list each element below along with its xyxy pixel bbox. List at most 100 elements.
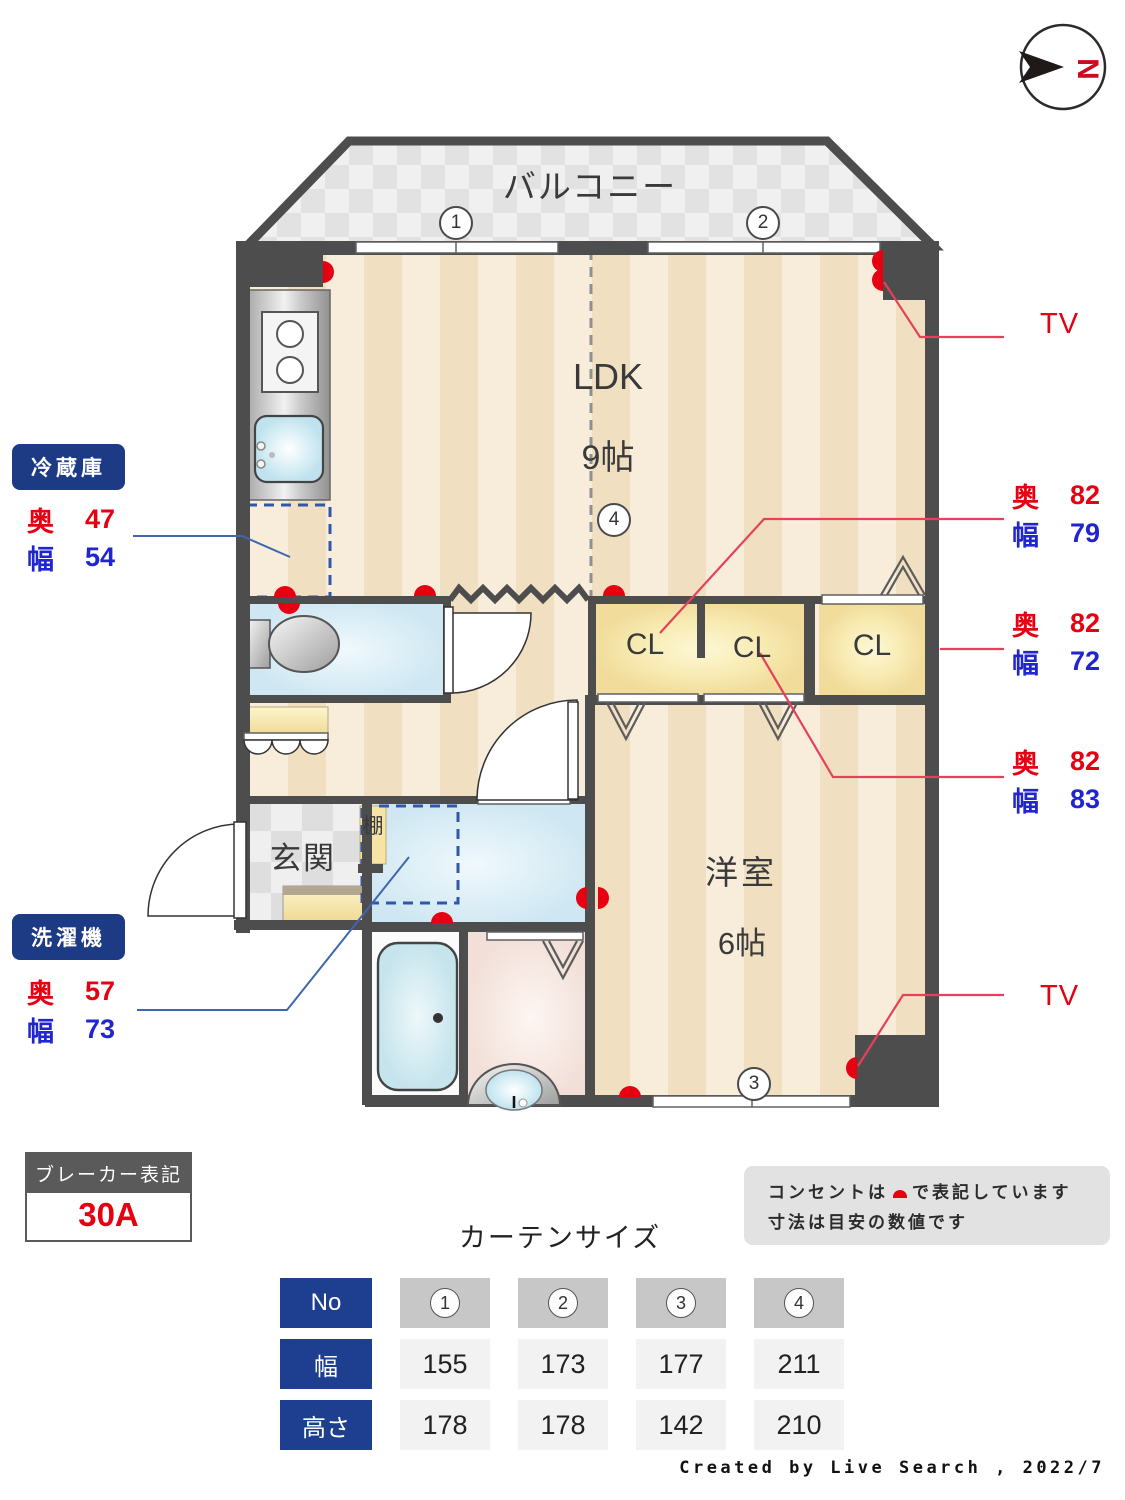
kitchen-counter — [246, 289, 331, 501]
note-line-1: コンセントは で表記しています — [768, 1178, 1110, 1208]
table-width-4: 211 — [754, 1339, 844, 1389]
notes-box: コンセントは で表記しています 寸法は目安の数値です — [744, 1166, 1110, 1245]
washer-dims: 奥 57 幅 73 — [27, 972, 131, 1048]
closet1-depth-label: 奥 — [1012, 482, 1039, 513]
closet2-dims: 奥 82 幅 83 — [1012, 742, 1116, 818]
refrigerator-space — [245, 503, 332, 599]
fridge-dims: 奥 47 幅 54 — [27, 500, 131, 576]
ldk-size-label: 9帖 — [581, 439, 635, 477]
ldk-label: LDK — [572, 356, 644, 397]
fridge-depth-label: 奥 — [27, 506, 54, 537]
table-width-1: 155 — [400, 1339, 490, 1389]
entrance-label: 玄関 — [270, 841, 336, 876]
tv-label-bottom: TV — [1040, 980, 1080, 1012]
closet-label-3: CL — [852, 629, 892, 662]
vanity-sink — [466, 1063, 562, 1111]
table-width-3: 177 — [636, 1339, 726, 1389]
closet3-width-label: 幅 — [1012, 648, 1039, 679]
table-col-header-4: 4 — [754, 1278, 844, 1328]
closet3-dims: 奥 82 幅 72 — [1012, 604, 1116, 680]
curtain-marker-1-num: 1 — [450, 212, 462, 233]
curtain-marker-4: 4 — [597, 503, 631, 537]
closet2-width-value: 83 — [1070, 783, 1101, 814]
closet1-width-value: 79 — [1070, 517, 1101, 548]
washer-depth-value: 57 — [85, 975, 116, 1006]
fridge-width-value: 54 — [85, 541, 116, 572]
closet2-depth-row: 奥 82 — [1012, 742, 1116, 780]
washer-width-row: 幅 73 — [27, 1010, 131, 1048]
blue-leader-lines — [133, 535, 410, 1011]
table-circ-3: 3 — [666, 1288, 696, 1318]
closet3-depth-value: 82 — [1070, 607, 1101, 638]
washer-width-value: 73 — [85, 1013, 116, 1044]
compass-north-label: N — [1071, 58, 1104, 80]
curtain-marker-3-num: 3 — [748, 1073, 760, 1094]
western-room-size-label: 6帖 — [717, 926, 767, 961]
closet1-dims: 奥 82 幅 79 — [1012, 476, 1116, 552]
washer-badge: 洗濯機 — [12, 914, 125, 960]
closet-label-1: CL — [625, 628, 665, 661]
washer-space — [360, 804, 460, 905]
fridge-badge: 冷蔵庫 — [12, 444, 125, 490]
fridge-depth-row: 奥 47 — [27, 500, 131, 538]
table-col-header-2: 2 — [518, 1278, 608, 1328]
curtain-table-title: カーテンサイズ — [458, 1223, 662, 1253]
table-row-label-height: 高さ — [280, 1400, 372, 1450]
closet1-depth-value: 82 — [1070, 479, 1101, 510]
outlet-icon — [893, 1190, 907, 1198]
curtain-marker-2-num: 2 — [757, 212, 769, 233]
note-line1-after: で表記しています — [912, 1183, 1072, 1202]
closet2-depth-value: 82 — [1070, 745, 1101, 776]
fridge-width-label: 幅 — [27, 544, 54, 575]
fridge-depth-value: 47 — [85, 503, 116, 534]
table-circ-1: 1 — [430, 1288, 460, 1318]
closet1-width-row: 幅 79 — [1012, 514, 1116, 552]
tv-label-top: TV — [1040, 308, 1080, 340]
table-circ-2: 2 — [548, 1288, 578, 1318]
open-wall-zigzag — [447, 583, 591, 605]
compass-icon — [1019, 23, 1107, 111]
washer-depth-label: 奥 — [27, 978, 54, 1009]
shelf-label: 棚 — [362, 815, 384, 838]
table-circ-4: 4 — [784, 1288, 814, 1318]
western-room-label: 洋室 — [705, 854, 777, 891]
doors — [147, 606, 579, 919]
closet-label-2: CL — [732, 631, 772, 664]
table-height-4: 210 — [754, 1400, 844, 1450]
curtain-marker-2: 2 — [746, 206, 780, 240]
curtain-size-table: No 1 2 3 4 幅 155 173 177 211 高さ 178 178 … — [280, 1278, 844, 1450]
closet2-width-label: 幅 — [1012, 786, 1039, 817]
washer-depth-row: 奥 57 — [27, 972, 131, 1010]
outlet-marks — [274, 250, 883, 1097]
closet3-depth-label: 奥 — [1012, 610, 1039, 641]
note-line1-before: コンセントは — [768, 1183, 888, 1202]
curtain-marker-1: 1 — [439, 206, 473, 240]
curtain-marker-3: 3 — [737, 1067, 771, 1101]
curtain-marker-4-num: 4 — [608, 509, 620, 530]
folding-door-marks — [542, 554, 926, 981]
fridge-width-row: 幅 54 — [27, 538, 131, 576]
washer-width-label: 幅 — [27, 1016, 54, 1047]
closet3-width-value: 72 — [1070, 645, 1101, 676]
closet2-depth-label: 奥 — [1012, 748, 1039, 779]
toilet-fixture — [245, 615, 340, 673]
table-row-label-width: 幅 — [280, 1339, 372, 1389]
red-leader-lines — [659, 281, 1004, 1067]
closet3-width-row: 幅 72 — [1012, 642, 1116, 680]
table-col-header-3: 3 — [636, 1278, 726, 1328]
table-col-header-1: 1 — [400, 1278, 490, 1328]
closet3-depth-row: 奥 82 — [1012, 604, 1116, 642]
breaker-value: 30A — [78, 1196, 139, 1233]
breaker-box: ブレーカー表記 30A — [25, 1152, 192, 1242]
table-height-1: 178 — [400, 1400, 490, 1450]
table-row-label-no: No — [280, 1278, 372, 1328]
table-height-2: 178 — [518, 1400, 608, 1450]
closet1-width-label: 幅 — [1012, 520, 1039, 551]
bathtub — [376, 941, 459, 1092]
note-line-2: 寸法は目安の数値です — [768, 1213, 968, 1232]
closet1-depth-row: 奥 82 — [1012, 476, 1116, 514]
table-height-3: 142 — [636, 1400, 726, 1450]
balcony-label: バルコニー — [502, 168, 678, 205]
